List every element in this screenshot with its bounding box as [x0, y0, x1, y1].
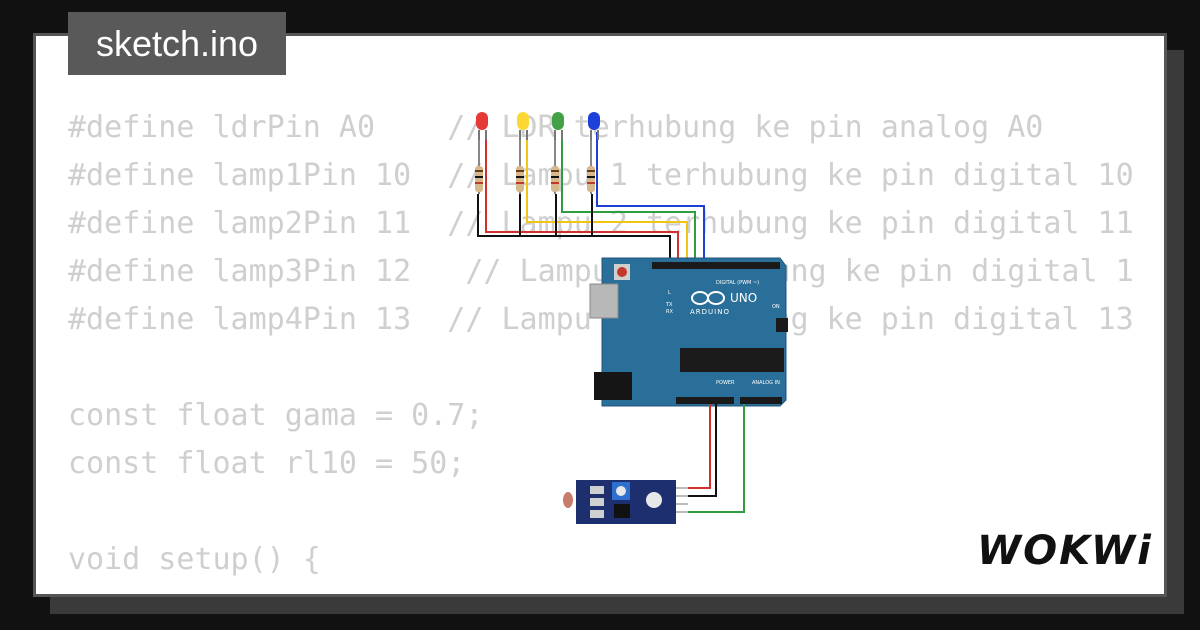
code-line: #define ldrPin A0 // LDR terhubung ke pi… — [68, 110, 1044, 145]
code-line: Serial.begin(9600); — [68, 584, 1134, 594]
green-led[interactable] — [552, 112, 564, 140]
led-wires — [477, 132, 705, 262]
ldr-module[interactable] — [563, 480, 688, 524]
code-line: void setup() { — [68, 542, 321, 577]
resistor[interactable] — [551, 140, 559, 194]
digital-header-label: DIGITAL (PWM ~) — [716, 280, 759, 286]
file-tab[interactable]: sketch.ino — [68, 12, 286, 75]
code-line: #define lamp2Pin 11 // Lampu 2 terhubung… — [68, 206, 1134, 241]
blue-led[interactable] — [588, 112, 600, 140]
board-model-label: UNO — [730, 291, 757, 305]
code-line: const float rl10 = 50; — [68, 446, 466, 481]
rx-led-label: RX — [666, 309, 673, 315]
analog-header-label: ANALOG IN — [752, 380, 780, 386]
on-led-label: ON — [772, 304, 780, 310]
code-line: const float gama = 0.7; — [68, 398, 484, 433]
resistor[interactable] — [587, 140, 595, 194]
resistor[interactable] — [475, 140, 483, 194]
code-line: #define lamp1Pin 10 // Lampu 1 terhubung… — [68, 158, 1134, 193]
arduino-uno-board[interactable]: UNO ARDUINO DIGITAL (PWM ~) POWER ANALOG… — [589, 257, 788, 407]
power-header-label: POWER — [716, 380, 735, 386]
resistor[interactable] — [516, 140, 524, 194]
wokwi-logo: WOKWi — [977, 528, 1153, 574]
red-led[interactable] — [476, 112, 488, 140]
l-led-label: L — [668, 290, 671, 296]
resistor-array — [475, 140, 595, 194]
yellow-led[interactable] — [517, 112, 529, 140]
tx-led-label: TX — [665, 302, 673, 308]
led-array — [476, 112, 600, 140]
board-brand-label: ARDUINO — [690, 308, 730, 316]
